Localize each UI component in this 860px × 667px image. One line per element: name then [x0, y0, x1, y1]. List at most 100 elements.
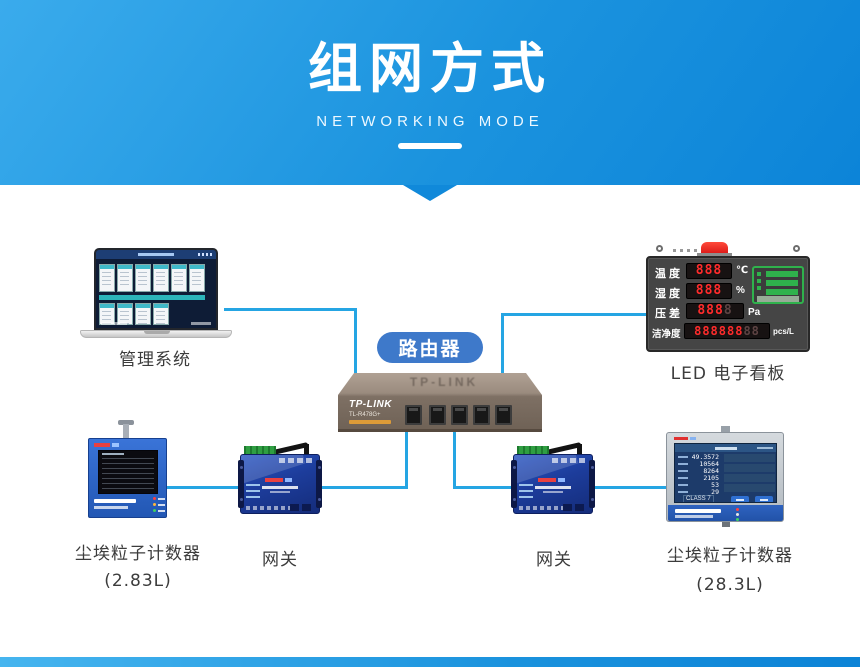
brand-logo-blue — [558, 478, 565, 482]
status-text-left — [101, 322, 127, 325]
channel-value: 2105 — [703, 474, 719, 482]
particle-counter-large: 49.3572 10564 8264 2105 53 29 CLASS 7 — [666, 424, 786, 528]
brand-logo-blue — [690, 437, 696, 440]
footer-stripe — [0, 657, 860, 667]
alarm-beacon-base — [697, 253, 732, 256]
screen-titlebar — [675, 444, 776, 452]
screen-button — [755, 496, 773, 502]
connector-blocks — [290, 504, 314, 511]
channel-value: 29 — [711, 488, 719, 496]
gateway-body — [513, 454, 593, 514]
brand-logo-blue — [112, 443, 119, 447]
led-indicator-green — [736, 518, 739, 521]
mount-ear-left — [511, 460, 517, 508]
brand-logo-red — [674, 437, 688, 440]
led-row-name: 压差 — [655, 307, 683, 320]
particle-counter-small — [88, 420, 168, 518]
dashboard-card — [135, 303, 151, 325]
management-laptop — [80, 248, 232, 340]
mount-ear-right — [316, 460, 322, 508]
dashboard-card — [99, 264, 115, 292]
ethernet-port — [473, 405, 490, 425]
led-digits: 88888888 — [684, 323, 770, 339]
sensor-probe-stem — [123, 424, 129, 439]
connector-blocks — [563, 504, 587, 511]
label-gateway-left: 网关 — [262, 550, 298, 570]
channel-value: 8264 — [703, 467, 719, 475]
led-display-board: 温度 888 ℃ 湿度 888 % 压差 8888 Pa 洁净度 8888888… — [646, 242, 810, 352]
antenna-joint — [577, 444, 582, 455]
channel-value: 49.3572 — [691, 453, 719, 461]
led-digits: 888 — [686, 263, 732, 279]
led-digits: 888 — [686, 283, 732, 299]
dashboard-divider — [99, 295, 205, 300]
terminal-labels-row — [246, 506, 292, 510]
led-unit: ℃ — [736, 265, 749, 276]
led-indicator-amber — [153, 503, 156, 506]
label-counter-large-capacity: (28.3L) — [696, 575, 764, 595]
device-name-text — [675, 509, 721, 513]
dashboard-card — [153, 303, 169, 325]
led-row-name: 洁净度 — [652, 329, 681, 340]
bottom-connector-stub — [722, 522, 730, 527]
led-label — [158, 497, 165, 500]
terminal-block — [244, 446, 276, 454]
counter-screen — [98, 450, 158, 494]
device-subname-text — [94, 506, 128, 509]
led-digits: 8888 — [686, 303, 744, 319]
label-management: 管理系统 — [119, 350, 191, 370]
router-accent-bar — [349, 420, 391, 424]
digit-dim: 88 — [743, 324, 760, 338]
laptop-screen — [94, 248, 218, 330]
line-gateway-right-vertical — [453, 425, 456, 489]
brand-logo-red — [94, 443, 110, 447]
digit-value: 888 — [695, 263, 723, 278]
brand-logo-red — [538, 478, 556, 482]
standard-value-panel — [752, 266, 804, 304]
model-subtext-bar — [543, 491, 563, 493]
port-icons-row — [279, 458, 313, 463]
line-laptop-vertical — [354, 308, 357, 378]
dashboard-card — [189, 264, 205, 292]
label-gateway-right: 网关 — [536, 550, 572, 570]
line-gateway-left-vertical — [405, 425, 408, 489]
led-label — [158, 509, 165, 512]
router-brand-logo: TP-LINK — [349, 399, 392, 410]
green-bar — [766, 289, 798, 295]
line-led-horizontal — [501, 313, 650, 316]
led-indicator-white — [736, 513, 739, 516]
led-unit: % — [736, 285, 745, 296]
router-tag: 路由器 — [377, 332, 483, 363]
label-counter-large: 尘埃粒子计数器 — [667, 546, 793, 566]
status-led-labels — [246, 484, 260, 500]
dashboard-card — [135, 264, 151, 292]
router-top-emboss: TP-LINK — [409, 375, 479, 389]
line-laptop-horizontal — [224, 308, 357, 311]
line-led-vertical — [501, 313, 504, 378]
channel-row: 2105 — [677, 475, 719, 482]
counter-frame: 49.3572 10564 8264 2105 53 29 CLASS 7 — [666, 432, 784, 522]
led-unit: pcs/L — [773, 327, 794, 336]
bottom-band — [668, 505, 783, 521]
mount-ear-left — [238, 460, 244, 508]
page-title: 组网方式 — [308, 39, 552, 99]
environment-grid — [724, 454, 775, 492]
laptop-base — [80, 330, 232, 338]
brand-logo-blue — [285, 478, 292, 482]
channel-value: 53 — [711, 481, 719, 489]
terminal-block — [517, 446, 549, 454]
counter-body — [88, 438, 167, 518]
port-icons-row — [552, 458, 586, 463]
brand-logo-red — [265, 478, 283, 482]
alarm-beacon-icon — [701, 242, 728, 255]
channel-row: 53 — [677, 482, 719, 489]
label-led-board: LED 电子看板 — [670, 364, 786, 384]
device-subname-text — [675, 515, 713, 518]
router-model-text: TL-R478G+ — [349, 412, 381, 418]
ethernet-port — [429, 405, 446, 425]
led-unit: Pa — [748, 307, 761, 318]
header-banner: 组网方式 NETWORKING MODE — [0, 0, 860, 185]
ethernet-port — [405, 405, 422, 425]
digit-value: 888 — [697, 303, 724, 318]
